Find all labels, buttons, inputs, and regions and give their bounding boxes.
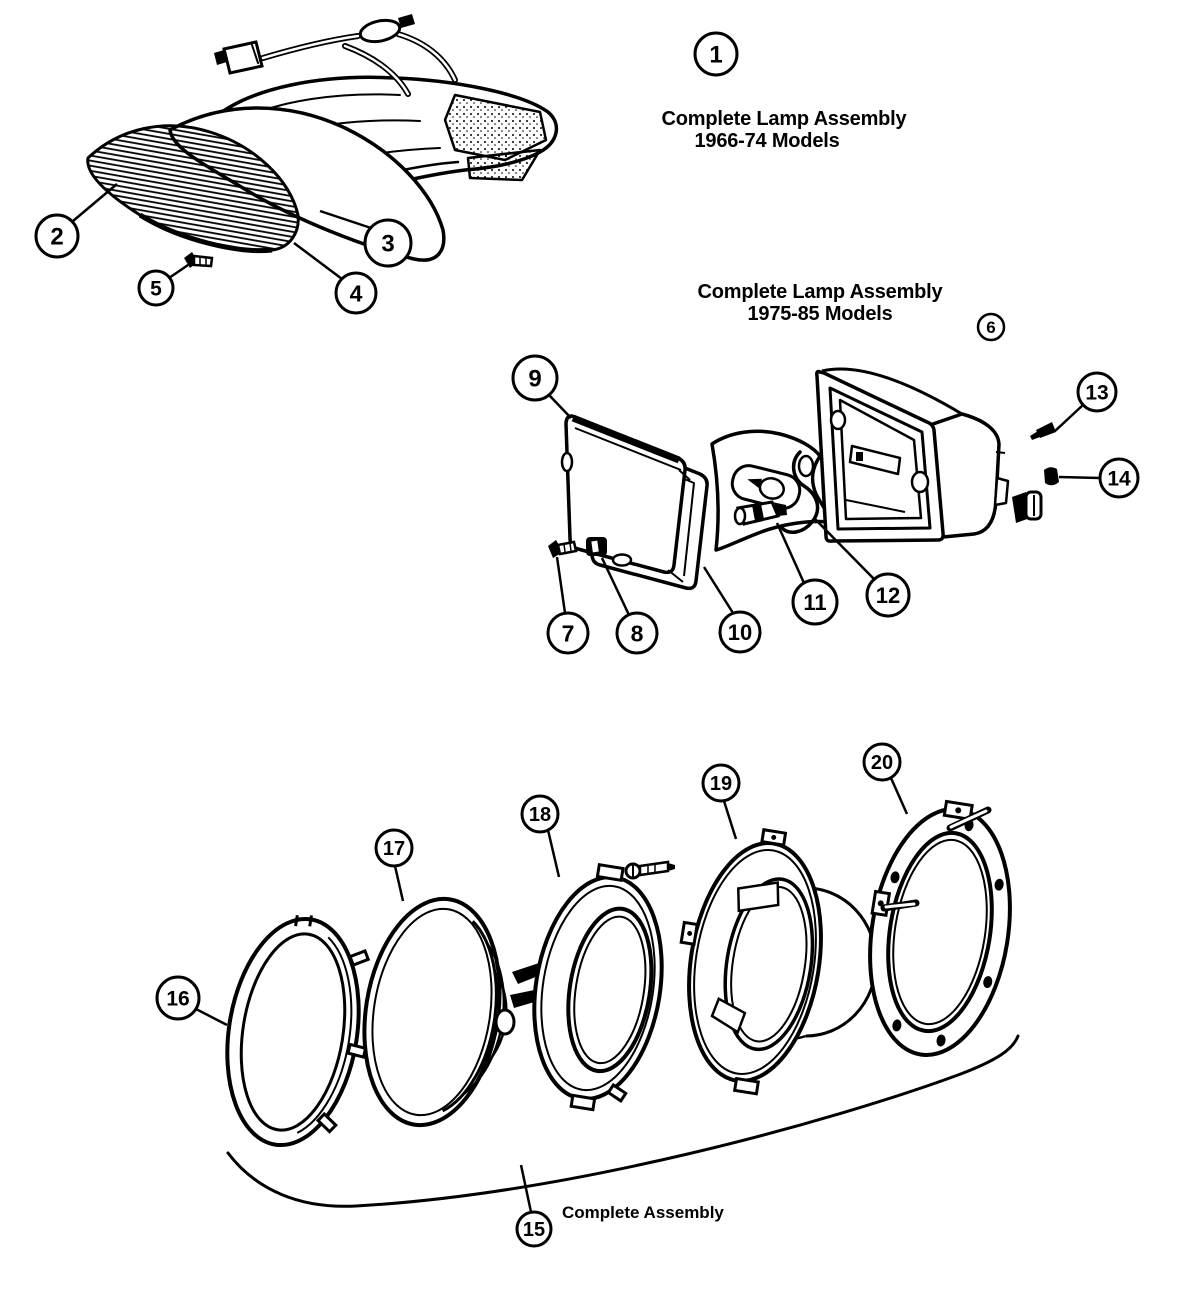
svg-text:9: 9 xyxy=(528,366,541,393)
label-line-2: 1975-85 Models xyxy=(747,303,893,325)
svg-text:15: 15 xyxy=(523,1219,545,1241)
socket-drawing xyxy=(1012,490,1043,523)
callout-4: 4 xyxy=(293,242,378,315)
svg-text:2: 2 xyxy=(50,224,63,251)
svg-text:18: 18 xyxy=(529,804,551,826)
svg-text:5: 5 xyxy=(150,278,162,301)
lens-drawing xyxy=(86,124,300,254)
callout-19: 19 xyxy=(701,763,741,840)
label-lamp-assembly-1966-74: Complete Lamp Assembly 1966-74 Models xyxy=(634,108,934,152)
callout-3: 3 xyxy=(319,209,413,268)
callout-9: 9 xyxy=(511,354,572,419)
label-line-1: Complete Lamp Assembly xyxy=(697,281,943,303)
callout-8: 8 xyxy=(600,557,659,655)
svg-text:3: 3 xyxy=(381,231,394,258)
callout-11: 11 xyxy=(775,522,839,626)
callout-1: 1 xyxy=(693,31,739,77)
screw-13-drawing xyxy=(1030,422,1056,440)
clip-12-drawing xyxy=(780,450,820,534)
callout-13: 13 xyxy=(1054,371,1118,432)
svg-text:13: 13 xyxy=(1085,382,1108,405)
sealed-beam-17-drawing xyxy=(362,896,508,1128)
label-complete-assembly: Complete Assembly xyxy=(562,1203,724,1222)
label-line-1: Complete Lamp Assembly xyxy=(661,108,907,130)
label-line-2: 1966-74 Models xyxy=(694,130,840,152)
svg-text:1: 1 xyxy=(709,42,722,69)
bulb-11-drawing xyxy=(733,500,787,526)
lens-9-drawing xyxy=(560,414,691,583)
svg-text:6: 6 xyxy=(986,318,995,337)
svg-text:17: 17 xyxy=(383,838,405,860)
callout-14: 14 xyxy=(1058,457,1140,499)
callout-2: 2 xyxy=(34,183,118,259)
housing-drawing xyxy=(815,367,1010,543)
svg-text:11: 11 xyxy=(803,590,826,615)
nut-14-drawing xyxy=(1044,467,1059,486)
callout-15: 15 xyxy=(515,1164,553,1248)
adjusting-screw-drawings xyxy=(880,806,992,912)
callout-17: 17 xyxy=(374,828,414,902)
svg-text:12: 12 xyxy=(876,583,900,608)
ring-screw-drawing xyxy=(624,860,675,880)
assembly-underline xyxy=(226,1034,1020,1208)
nut-8-drawing xyxy=(586,537,607,556)
bucket-ring-19-drawing xyxy=(679,828,823,1096)
callout-10: 10 xyxy=(702,566,762,654)
seating-ring-18-drawing xyxy=(532,862,664,1112)
svg-text:19: 19 xyxy=(710,773,732,795)
callout-7: 7 xyxy=(546,556,590,655)
svg-text:4: 4 xyxy=(350,280,363,306)
retaining-ring-16-drawing xyxy=(225,915,371,1148)
svg-text:14: 14 xyxy=(1107,468,1131,491)
callout-12: 12 xyxy=(814,518,911,618)
svg-text:10: 10 xyxy=(728,620,752,645)
callout-20: 20 xyxy=(862,742,909,815)
harness-wiring-drawing xyxy=(214,14,458,97)
callout-5: 5 xyxy=(137,261,192,307)
outer-ring-20-drawing xyxy=(868,799,1012,1057)
callout-16: 16 xyxy=(155,975,228,1027)
callout-6: 6 xyxy=(976,312,1006,342)
callout-18: 18 xyxy=(520,794,561,878)
svg-text:8: 8 xyxy=(631,620,644,646)
screw-7-drawing xyxy=(548,540,578,558)
svg-text:16: 16 xyxy=(166,988,189,1011)
screw-5-drawing xyxy=(184,252,214,268)
svg-text:7: 7 xyxy=(562,620,575,646)
svg-text:20: 20 xyxy=(871,752,893,774)
label-lamp-assembly-1975-85: Complete Lamp Assembly 1975-85 Models xyxy=(670,281,970,325)
